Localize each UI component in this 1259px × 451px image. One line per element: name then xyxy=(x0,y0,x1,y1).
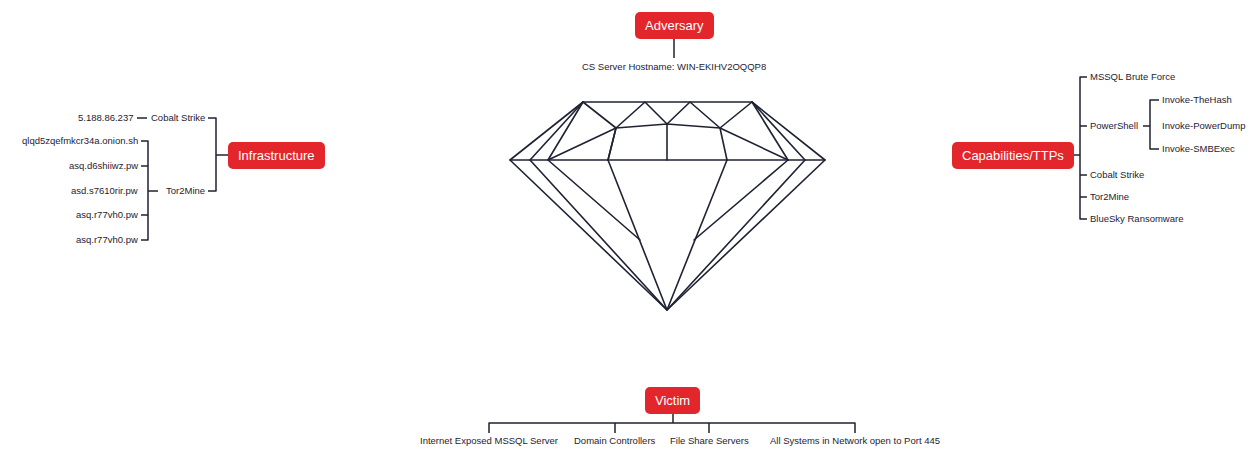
item-label: Invoke-TheHash xyxy=(1162,94,1232,106)
item-label: asq.d6shiiwz.pw xyxy=(69,160,138,172)
item-label: Invoke-SMBExec xyxy=(1162,143,1235,155)
item-label: BlueSky Ransomware xyxy=(1090,213,1183,225)
item-label: 5.188.86.237 xyxy=(78,112,133,124)
category-box: Victim xyxy=(645,387,700,414)
item-label: File Share Servers xyxy=(670,435,749,447)
item-label: PowerShell xyxy=(1090,120,1138,132)
item-label: Invoke-PowerDump xyxy=(1162,120,1245,132)
item-label: CS Server Hostname: WIN-EKIHV2OQQP8 xyxy=(582,61,766,73)
item-label: Tor2Mine xyxy=(1090,191,1129,203)
category-title: Infrastructure xyxy=(238,148,315,163)
item-label: Tor2Mine xyxy=(166,185,205,197)
item-label: All Systems in Network open to Port 445 xyxy=(770,435,940,447)
item-label: MSSQL Brute Force xyxy=(1090,71,1175,83)
category-box: Infrastructure xyxy=(228,142,325,169)
item-label: Cobalt Strike xyxy=(1090,169,1144,181)
item-label: Cobalt Strike xyxy=(151,112,205,124)
item-label: asd.s7610rir.pw xyxy=(71,185,138,197)
category-title: Victim xyxy=(655,393,690,408)
category-box: Adversary xyxy=(635,12,714,39)
item-label: qlqd5zqefmkcr34a.onion.sh xyxy=(22,135,138,147)
category-title: Adversary xyxy=(645,18,704,33)
item-label: asq.r77vh0.pw xyxy=(76,209,138,221)
category-box: Capabilities/TTPs xyxy=(952,142,1074,169)
item-label: Domain Controllers xyxy=(574,435,655,447)
item-label: asq.r77vh0.pw xyxy=(76,234,138,246)
category-title: Capabilities/TTPs xyxy=(962,148,1064,163)
item-label: Internet Exposed MSSQL Server xyxy=(420,435,558,447)
